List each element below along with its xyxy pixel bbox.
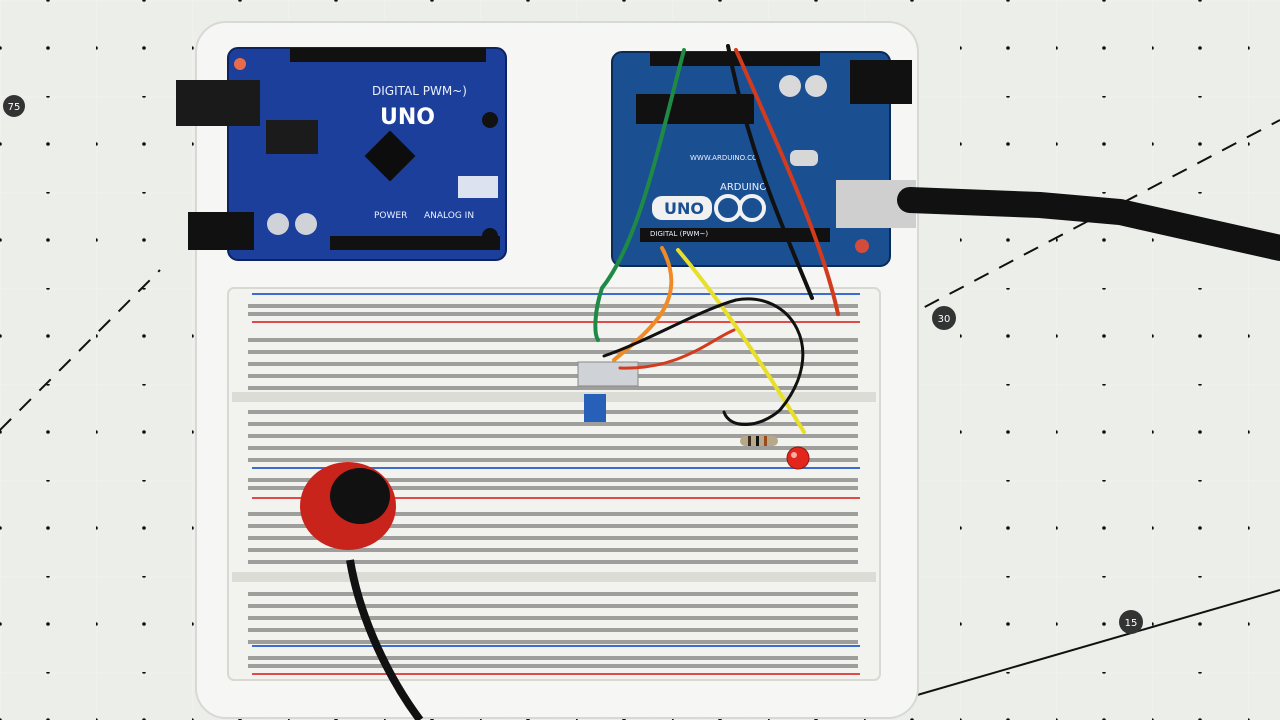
sensor-button: [300, 462, 424, 720]
wire-red: [734, 48, 840, 316]
dc-jack: [850, 60, 912, 104]
arduino-logo: [738, 194, 766, 222]
mat-diagonal: [899, 119, 1280, 321]
left-arduino-board: DIGITAL PWM~) UNO POWER ANALOG IN: [176, 47, 507, 261]
capacitor: [779, 75, 801, 97]
usb-b-port: [176, 80, 260, 126]
mat-label-30: 30: [938, 314, 951, 325]
mat-diagonal: [899, 589, 1280, 701]
center-channel: [232, 572, 876, 582]
dc-jack: [188, 212, 254, 250]
left-board-analog-label: ANALOG IN: [424, 211, 474, 221]
wire-orange: [612, 246, 674, 362]
mat-badge: [932, 306, 956, 330]
crystal: [790, 150, 818, 166]
usb-chip: [266, 120, 318, 154]
reset-button: [855, 239, 869, 253]
potentiometer: [577, 361, 639, 422]
left-board-model: UNO: [380, 105, 435, 130]
led: [786, 446, 810, 470]
wire-green: [593, 48, 686, 342]
power-analog-header: [650, 52, 820, 66]
resistor: [740, 436, 778, 446]
left-board-power-label: POWER: [374, 211, 407, 221]
center-channel: [232, 392, 876, 402]
capacitor: [267, 213, 289, 235]
mat-diagonal: [0, 269, 161, 432]
capacitor: [295, 213, 317, 235]
right-board-brand: ARDUINO: [720, 182, 767, 193]
icsp-header: [458, 176, 498, 198]
mat-label-15: 15: [1125, 618, 1138, 629]
right-board-digital-label: DIGITAL (PWM~): [650, 230, 708, 238]
capacitor: [805, 75, 827, 97]
digital-header: [290, 48, 486, 62]
wire-red-loop: [618, 328, 736, 370]
mat-badge: [1119, 610, 1143, 634]
uno-badge: [652, 196, 712, 220]
mat-badge: [3, 95, 25, 117]
power-analog-header: [330, 236, 500, 250]
right-board-url: WWW.ARDUINO.CC: [690, 154, 757, 162]
mount-hole: [482, 112, 498, 128]
wire-black-loop: [602, 297, 805, 426]
right-board-model: UNO: [664, 199, 704, 218]
left-board-subtitle: DIGITAL PWM~): [372, 84, 467, 98]
reset-button: [234, 58, 246, 70]
wire-yellow: [676, 248, 806, 434]
wire-black: [726, 44, 814, 300]
mount-hole: [482, 228, 498, 244]
breadboard: [227, 287, 881, 681]
right-arduino-board: UNO ARDUINO DIGITAL (PWM~) WWW.ARDUINO.C…: [611, 51, 916, 267]
mat-label-75: 75: [8, 102, 21, 113]
usb-cable: [897, 187, 1280, 261]
sensor-cable: [346, 559, 424, 720]
mcu-chip: [636, 94, 754, 124]
digital-header: [640, 228, 830, 242]
